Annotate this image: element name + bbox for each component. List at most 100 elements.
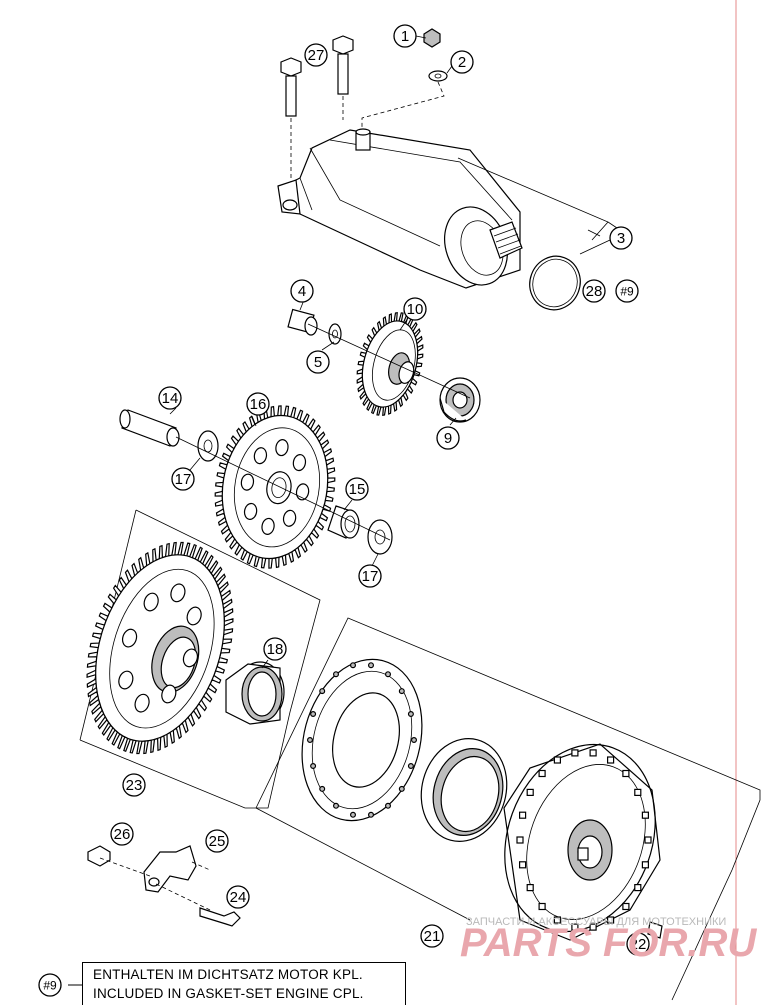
magnet-slot [553,916,562,924]
watermark-tagline: ЗАПЧАСТИ И АКСЕССУАРЫ ДЛЯ МОТОТЕХНИКИ [466,916,726,928]
magnet-slot [622,769,630,778]
callout-label: 23 [126,777,143,794]
bolt-hole [398,785,405,792]
callout-label: 10 [407,301,424,318]
callout-c17a: 17 [171,467,195,491]
callout-label: 18 [267,641,284,658]
freewheel-bearing [420,738,508,842]
gear-hole [253,447,268,465]
gear-hole [143,592,159,612]
callout-c14: 14 [158,386,182,410]
callout-label: 27 [308,47,325,64]
callout-label: 9 [444,430,452,447]
callout-label: 21 [424,928,441,945]
magnet-slot [641,861,650,869]
callout-c10: 10 [403,297,427,321]
watermark-brand: PARTS FOR.RU [460,921,757,965]
callout-c28: 28 [582,279,606,303]
callout-c17b: 17 [358,564,382,588]
magnet-slot [526,788,534,797]
callout-c2: 2 [450,50,474,74]
callout-label: 26 [114,826,131,843]
starter-gear-23 [86,541,234,755]
callout-c23: 23 [122,773,146,797]
bolt-hole [333,802,340,809]
bolt-hole [398,688,405,695]
bolt-hole [310,710,317,717]
gear-hole [282,509,297,527]
magnet-slot [571,749,579,757]
bolt-hole [407,762,414,769]
magnet-slot [634,788,642,797]
magnet-slot [518,861,527,869]
magnet-slot [644,836,652,844]
gear-hole [240,473,255,491]
callout-c27: 27 [304,43,328,67]
callout-label: 28 [586,283,603,300]
magnet-slot [589,923,597,931]
callout-label: 16 [250,396,267,413]
callout-c25: 25 [205,829,229,853]
callout-c24: 24 [226,885,250,909]
bracket-group [87,845,241,927]
callout-label: 24 [230,889,247,906]
starter-motor-group [277,28,621,311]
gear-hole [243,502,258,520]
callout-c18: 18 [263,637,287,661]
gear-10 [356,312,424,416]
gear-hole [292,454,307,472]
gear-hole [261,517,275,535]
watermark: ЗАПЧАСТИ И АКСЕССУАРЫ ДЛЯ МОТОТЕХНИКИ PA… [460,916,757,965]
callout-label: #9 [620,285,634,299]
legend-connector [68,984,82,986]
magnet-slot [526,883,534,892]
gear-hole [161,684,177,704]
bolt-hole [350,811,357,818]
bolt-hole [411,736,418,743]
bolt-hole [307,736,314,743]
callout-c5: 5 [306,350,330,374]
gear-hole [275,439,289,457]
callout-c1: 1 [393,24,417,48]
gear-hole [118,670,134,690]
magnet-slot [622,902,630,911]
bolt-hole [319,688,326,695]
callout-c9: 9 [436,426,460,450]
magnet-slot [553,756,562,764]
callout-legend: #9 [38,973,62,997]
bolt-hole [385,802,392,809]
magnet-slot [606,756,615,764]
flywheel-rotor [503,743,661,941]
bolt-24 [199,907,241,927]
washer-17-upper [197,430,219,462]
callout-label: 15 [349,481,366,498]
bolt-hole [407,710,414,717]
callout-label: #9 [43,979,57,993]
washer-2 [428,70,448,82]
magnet-slot [634,883,642,892]
callout-label: 17 [175,471,192,488]
spacer-26 [87,845,111,867]
callout-label: 17 [362,568,379,585]
gear-hole [186,606,202,626]
washer-17-lower [367,519,393,555]
callout-c16: 16 [246,392,270,416]
callout-label: 3 [617,230,625,247]
screw-22 [647,921,663,939]
magnet-slot [538,902,546,911]
gear-hole [170,583,186,603]
callout-label: 2 [458,54,466,71]
callout-label: 22 [630,936,647,953]
callout-c22: 22 [626,932,650,956]
callout-c15: 15 [345,477,369,501]
callout-c4: 4 [290,279,314,303]
bolt-27-right [332,35,354,95]
gear-23-group [79,509,321,809]
magnet-slot [571,923,579,931]
freewheel-housing [301,658,423,822]
starter-motor-3 [277,128,523,289]
legend-text-german: ENTHALTEN IM DICHTSATZ MOTOR KPL. [93,967,363,982]
freewheel-ring-18 [225,661,285,725]
